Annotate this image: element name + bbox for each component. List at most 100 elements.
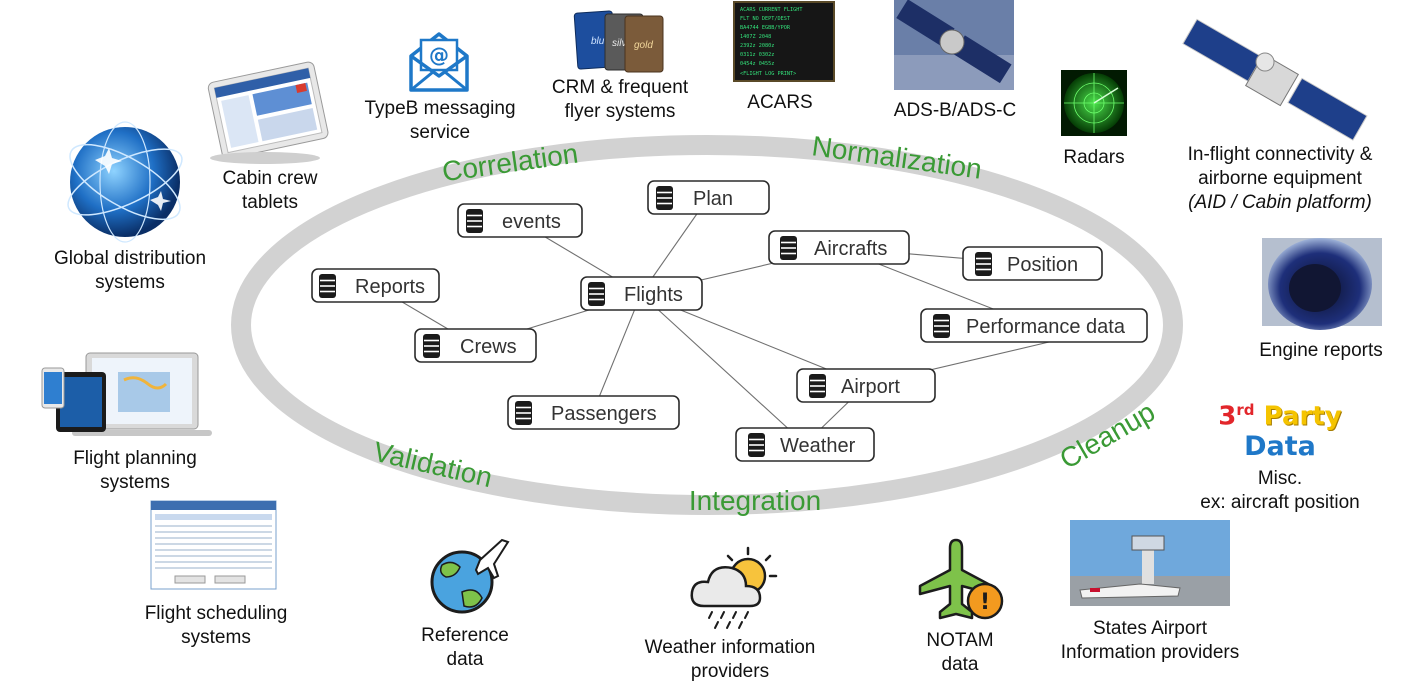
entity-aircrafts: Aircrafts: [768, 230, 910, 265]
label-line: NOTAM: [926, 630, 994, 651]
connectivity-satellite-icon: [1182, 18, 1368, 141]
svg-text:!: !: [980, 590, 990, 615]
label-line: Reference: [421, 625, 509, 646]
svg-text:gold: gold: [634, 40, 653, 51]
satellite-photo-icon: [894, 0, 1014, 90]
database-icon: [808, 373, 827, 399]
ring-label-integration: Integration: [689, 485, 821, 516]
entity-weather: Weather: [735, 427, 875, 462]
label-reference-data: Reference data: [400, 624, 530, 672]
entity-passengers: Passengers: [507, 395, 680, 430]
label-flight-scheduling: Flight scheduling systems: [126, 602, 306, 650]
label-line: Engine reports: [1259, 340, 1383, 361]
globe-icon: [67, 121, 183, 243]
edge-flights-weather: [640, 293, 806, 445]
label-line: Flight planning: [73, 448, 197, 469]
database-icon: [655, 185, 674, 211]
engine-photo-icon: [1262, 238, 1382, 330]
third-data-word: Data: [1244, 430, 1316, 462]
label-radars: Radars: [1044, 146, 1144, 170]
entity-label: Airport: [841, 376, 900, 398]
scheduling-screenshot-icon: [150, 500, 277, 590]
label-line: providers: [690, 661, 770, 682]
database-icon: [974, 251, 993, 277]
label-line: systems: [95, 272, 165, 293]
label-engine-reports: Engine reports: [1246, 339, 1396, 363]
label-cabin-crew: Cabin crew tablets: [205, 167, 335, 215]
label-line: (AID / Cabin platform): [1188, 192, 1372, 213]
label-line: Misc.: [1257, 468, 1303, 489]
label-states-airport: States Airport Information providers: [1040, 617, 1260, 665]
airplane-warning-icon: !: [918, 538, 1004, 620]
entity-reports: Reports: [311, 268, 440, 303]
weather-cloud-sun-icon: [690, 546, 778, 629]
label-notam: NOTAM data: [910, 629, 1010, 677]
database-icon: [587, 281, 606, 307]
database-icon: [779, 235, 798, 261]
third-party-line: 3rd Party: [1205, 395, 1355, 432]
entity-label: Weather: [780, 435, 856, 457]
label-line: ACARS: [747, 92, 813, 113]
label-line: States Airport: [1092, 618, 1208, 639]
tablet-shadow: [210, 152, 320, 164]
label-line: service: [409, 122, 471, 143]
label-line: CRM & frequent: [551, 77, 689, 98]
process-ring: [231, 135, 1183, 515]
svg-text:ACARS CURRENT FLIGHT: ACARS CURRENT FLIGHT: [740, 7, 802, 13]
label-line: Radars: [1063, 147, 1125, 168]
entity-label: Position: [1007, 254, 1078, 276]
entity-label: Reports: [355, 276, 425, 298]
entity-flights: Flights: [580, 276, 703, 311]
label-line: Global distribution: [53, 248, 207, 269]
third-party-data-logo: 3rd Party Data: [1205, 395, 1355, 462]
database-icon: [318, 273, 337, 299]
svg-text:blue: blue: [591, 36, 610, 47]
entity-events: events: [457, 203, 583, 238]
label-line: Flight scheduling: [144, 603, 288, 624]
third-num: 3: [1218, 401, 1237, 432]
label-line: ADS-B/ADS-C: [893, 100, 1017, 121]
label-misc: Misc. ex: aircraft position: [1180, 467, 1380, 515]
entity-label: events: [502, 211, 561, 233]
label-flight-planning: Flight planning systems: [50, 447, 220, 495]
database-icon: [465, 208, 484, 234]
database-icon: [932, 313, 951, 339]
label-line: airborne equipment: [1198, 168, 1362, 189]
label-acars: ACARS: [720, 91, 840, 115]
svg-text:2392z 2080z: 2392z 2080z: [740, 43, 774, 49]
label-line: In-flight connectivity &: [1187, 144, 1373, 165]
label-typeb-messaging: TypeB messaging service: [340, 97, 540, 145]
svg-text:<FLIGHT LOG PRINT>: <FLIGHT LOG PRINT>: [740, 71, 796, 77]
svg-text:1407Z 2048: 1407Z 2048: [740, 34, 771, 40]
ring-label-validation: Validation: [370, 436, 495, 493]
loyalty-cards-icon: blue silver gold: [573, 10, 664, 73]
svg-text:0454z 0455z: 0454z 0455z: [740, 61, 774, 67]
edge-flights-passengers: [592, 293, 642, 413]
label-line: data: [941, 654, 979, 675]
entity-crews: Crews: [414, 328, 537, 363]
svg-text:BA4744 EGBB/YPOR: BA4744 EGBB/YPOR: [740, 25, 791, 31]
entity-label: Performance data: [966, 316, 1126, 338]
third-sup: rd: [1236, 401, 1255, 419]
label-inflight-connectivity: In-flight connectivity & airborne equipm…: [1160, 143, 1400, 215]
airport-tower-photo-icon: [1070, 520, 1230, 606]
acars-display-icon: ACARS CURRENT FLIGHT FLT NO DEPT/DEST BA…: [733, 1, 835, 82]
label-line: Weather information: [644, 637, 816, 658]
svg-text:FLT NO DEPT/DEST: FLT NO DEPT/DEST: [740, 16, 790, 22]
svg-text:0311z 0302z: 0311z 0302z: [740, 52, 774, 58]
label-line: flyer systems: [564, 101, 676, 122]
radar-icon: [1061, 70, 1127, 136]
flight-planning-devices-icon: [41, 352, 212, 436]
label-crm: CRM & frequent flyer systems: [520, 76, 720, 124]
label-line: Information providers: [1060, 642, 1240, 663]
label-line: data: [446, 649, 484, 670]
globe-airplane-icon: [430, 538, 510, 614]
entity-label: Crews: [460, 336, 517, 358]
database-icon: [514, 400, 533, 426]
entity-position: Position: [962, 246, 1103, 281]
entity-label: Passengers: [551, 403, 657, 425]
label-line: tablets: [242, 192, 298, 213]
ring-label-correlation: Correlation: [440, 138, 580, 188]
database-icon: [422, 333, 441, 359]
